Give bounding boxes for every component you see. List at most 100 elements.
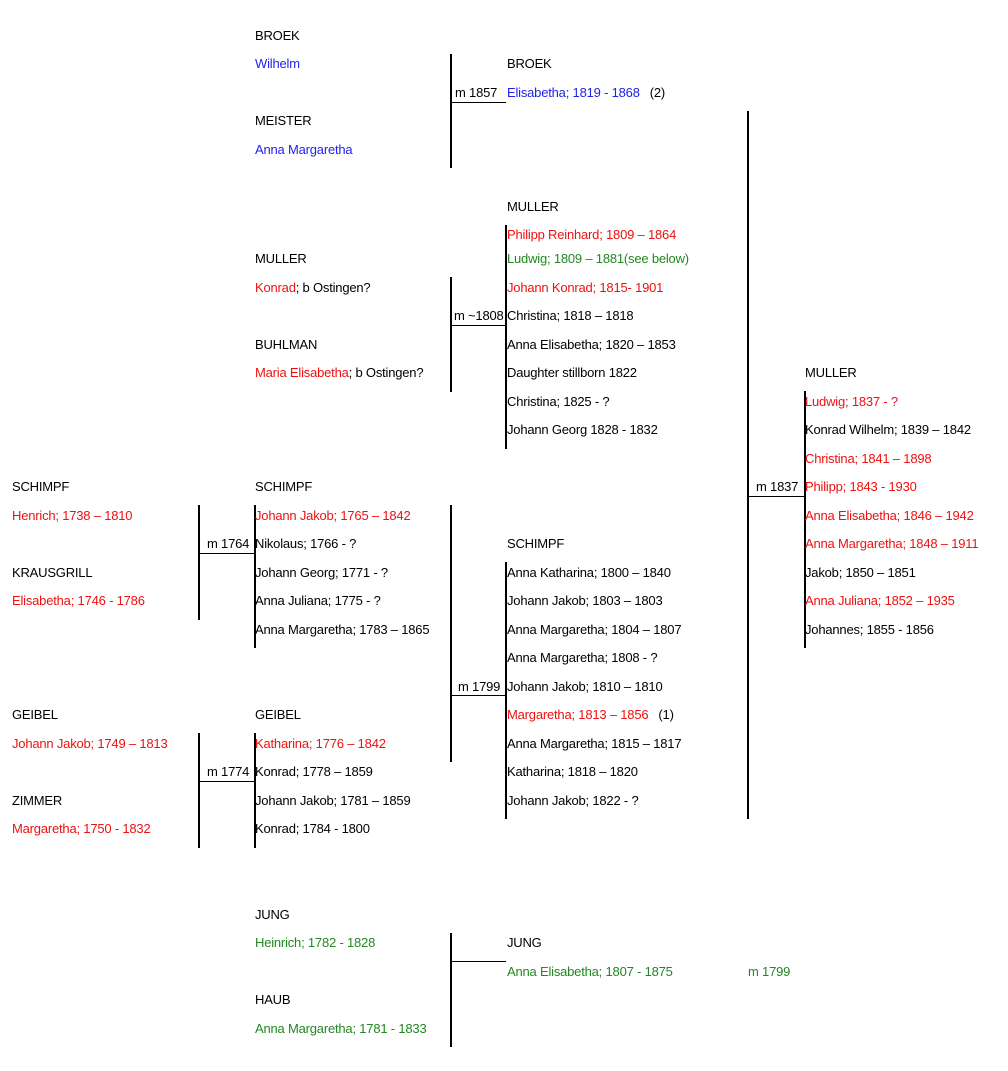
- jung-p-surname: JUNG: [255, 907, 290, 923]
- geibel-katharina-text: Katharina; 1776 – 1842: [255, 736, 386, 751]
- schimpf-margaretha-1813-text: Margaretha; 1813 – 1856: [507, 707, 649, 722]
- m1837: m 1837: [756, 479, 798, 495]
- schimpf-anna-margaretha-1783: Anna Margaretha; 1783 – 1865: [255, 622, 430, 638]
- muller-anna-elisabetha-1846-text: Anna Elisabetha; 1846 – 1942: [805, 508, 974, 523]
- geibel-gp-surname: GEIBEL: [12, 707, 58, 723]
- schimpf-nikolaus: Nikolaus; 1766 - ?: [255, 536, 356, 552]
- schimpf-children-surname: SCHIMPF: [507, 536, 564, 552]
- m1808-text: m ~1808: [454, 308, 504, 323]
- muller-christina-1818: Christina; 1818 – 1818: [507, 308, 634, 324]
- muller-1837-union-line: [747, 111, 749, 819]
- schimpf-johann-jakob-1803: Johann Jakob; 1803 – 1803: [507, 593, 663, 609]
- schimpf-anna-margaretha-1808: Anna Margaretha; 1808 - ?: [507, 650, 658, 666]
- muller-1837-connector: [748, 496, 804, 497]
- broek-union-line: [450, 54, 452, 168]
- muller-children-surname-text: MULLER: [507, 199, 559, 214]
- m1837-text: m 1837: [756, 479, 799, 494]
- krausgrill-elisabetha-text: Elisabetha; 1746 - 1786: [12, 593, 145, 608]
- schimpf-johann-georg-1771: Johann Georg; 1771 - ?: [255, 565, 388, 581]
- muller-daughter-stillborn-text: Daughter stillborn 1822: [507, 365, 637, 380]
- buhlman-maria-suffix: ; b Ostingen?: [348, 365, 424, 380]
- schimpf-margaretha-1813: Margaretha; 1813 – 1856 (1): [507, 707, 674, 723]
- muller-jakob-1850-text: Jakob; 1850 – 1851: [805, 565, 916, 580]
- muller-final-surname: MULLER: [805, 365, 857, 381]
- muller-1837-children-line: [804, 391, 806, 648]
- muller-anna-elisabetha-1820: Anna Elisabetha; 1820 – 1853: [507, 337, 676, 353]
- schimpf-p-surname: SCHIMPF: [255, 479, 312, 495]
- muller-konrad-suffix: ; b Ostingen?: [295, 280, 371, 295]
- krausgrill-elisabetha: Elisabetha; 1746 - 1786: [12, 593, 145, 609]
- muller-christina-1818-text: Christina; 1818 – 1818: [507, 308, 634, 323]
- muller-children-line: [505, 225, 507, 449]
- jung-child-surname: JUNG: [507, 935, 542, 951]
- schimpf-union-line: [450, 505, 452, 762]
- schimpf-gp-surname: SCHIMPF: [12, 479, 69, 495]
- muller-konrad: Konrad; b Ostingen?: [255, 280, 371, 296]
- broek-child-surname-text: BROEK: [507, 56, 552, 71]
- geibel-konrad-1784-text: Konrad; 1784 - 1800: [255, 821, 370, 836]
- muller-anna-margaretha-1848: Anna Margaretha; 1848 – 1911: [805, 536, 979, 552]
- m1799-jung-text: m 1799: [748, 964, 791, 979]
- zimmer-surname: ZIMMER: [12, 793, 62, 809]
- geibel-p-surname: GEIBEL: [255, 707, 301, 723]
- broek-elisabetha-text: Elisabetha; 1819 - 1868: [507, 85, 640, 100]
- m1764-text: m 1764: [207, 536, 250, 551]
- schimpf-margaretha-1813-suffix: (1): [658, 707, 674, 722]
- muller-philipp-reinhard-text: Philipp Reinhard; 1809 – 1864: [507, 227, 677, 242]
- schimpf-anna-katharina: Anna Katharina; 1800 – 1840: [507, 565, 671, 581]
- jung-anna-elisabetha: Anna Elisabetha; 1807 - 1875: [507, 964, 673, 980]
- schimpf-johann-jakob-1803-text: Johann Jakob; 1803 – 1803: [507, 593, 663, 608]
- broek-wilhelm: Wilhelm: [255, 56, 300, 72]
- muller-anna-margaretha-1848-text: Anna Margaretha; 1848 – 1911: [805, 536, 979, 551]
- geibel-konrad-1778-text: Konrad; 1778 – 1859: [255, 764, 373, 779]
- geibel-p-surname-text: GEIBEL: [255, 707, 301, 722]
- schimpf-anna-margaretha-1808-text: Anna Margaretha; 1808 - ?: [507, 650, 658, 665]
- muller-parent-surname-text: MULLER: [255, 251, 307, 266]
- jung-union-line: [450, 933, 452, 1047]
- buhlman-maria: Maria Elisabetha; b Ostingen?: [255, 365, 424, 381]
- broek-child-surname: BROEK: [507, 56, 552, 72]
- geibel-gp-surname-text: GEIBEL: [12, 707, 58, 722]
- krausgrill-surname: KRAUSGRILL: [12, 565, 93, 581]
- m1857-text: m 1857: [455, 85, 498, 100]
- geibel-gp-union-line: [198, 733, 200, 848]
- schimpf-children-line: [505, 562, 507, 819]
- jung-p-surname-text: JUNG: [255, 907, 290, 922]
- jung-heinrich: Heinrich; 1782 - 1828: [255, 935, 375, 951]
- jung-child-connector: [451, 961, 506, 962]
- schimpf-children-surname-text: SCHIMPF: [507, 536, 565, 551]
- muller-konrad-wilhelm: Konrad Wilhelm; 1839 – 1842: [805, 422, 971, 438]
- m1774-text: m 1774: [207, 764, 250, 779]
- meister-surname: MEISTER: [255, 113, 312, 129]
- m1774: m 1774: [207, 764, 249, 780]
- schimpf-nikolaus-text: Nikolaus; 1766 - ?: [255, 536, 357, 551]
- muller-christina-1841: Christina; 1841 – 1898: [805, 451, 932, 467]
- schimpf-gp-union-line: [198, 505, 200, 620]
- buhlman-surname-text: BUHLMAN: [255, 337, 318, 352]
- schimpf-johann-georg-1771-text: Johann Georg; 1771 - ?: [255, 565, 388, 580]
- muller-johann-georg: Johann Georg 1828 - 1832: [507, 422, 658, 438]
- broek-elisabetha-suffix: (2): [649, 85, 666, 100]
- meister-surname-text: MEISTER: [255, 113, 312, 128]
- schimpf-katharina-1818: Katharina; 1818 – 1820: [507, 764, 638, 780]
- broek-elisabetha: Elisabetha; 1819 - 1868 (2): [507, 85, 665, 101]
- schimpf-anna-margaretha-1783-text: Anna Margaretha; 1783 – 1865: [255, 622, 430, 637]
- muller-christina-1841-text: Christina; 1841 – 1898: [805, 451, 932, 466]
- muller-union-connector: [451, 325, 506, 326]
- muller-anna-juliana-1852: Anna Juliana; 1852 – 1935: [805, 593, 955, 609]
- schimpf-henrich: Henrich; 1738 – 1810: [12, 508, 133, 524]
- m1799-schimpf: m 1799: [458, 679, 500, 695]
- schimpf-union-connector: [451, 695, 506, 696]
- muller-parent-surname: MULLER: [255, 251, 307, 267]
- m1857: m 1857: [455, 85, 497, 101]
- broek-child-connector: [451, 102, 506, 103]
- schimpf-johann-jakob-1822: Johann Jakob; 1822 - ?: [507, 793, 639, 809]
- zimmer-surname-text: ZIMMER: [12, 793, 63, 808]
- schimpf-johann-jakob-1765: Johann Jakob; 1765 – 1842: [255, 508, 411, 524]
- muller-union-line: [450, 277, 452, 392]
- muller-final-surname-text: MULLER: [805, 365, 857, 380]
- schimpf-p-surname-text: SCHIMPF: [255, 479, 313, 494]
- schimpf-anna-margaretha-1815-text: Anna Margaretha; 1815 – 1817: [507, 736, 682, 751]
- geibel-johann-jakob-1781-text: Johann Jakob; 1781 – 1859: [255, 793, 411, 808]
- geibel-gp-connector: [199, 781, 254, 782]
